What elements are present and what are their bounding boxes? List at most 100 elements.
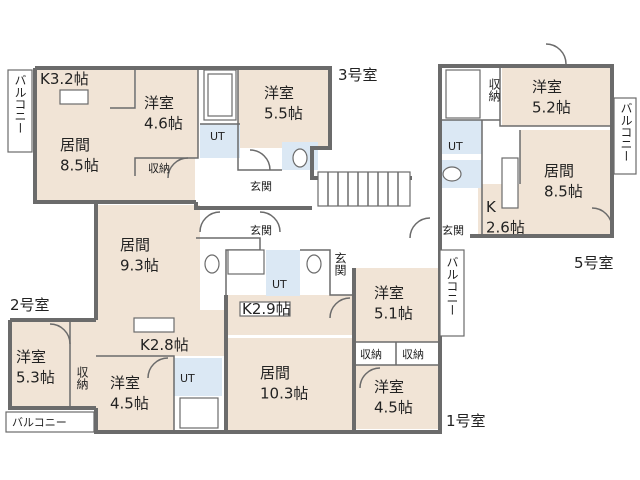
balcony-left-top-label: バルコニー (13, 74, 27, 134)
room-storage-b-label-line: 収納 (75, 366, 89, 390)
room-western-52-label: 洋室 5.2帖 (532, 78, 571, 116)
room-living-85-right-label-line: 8.5帖 (544, 182, 583, 200)
room-western-46-label-line: 4.6帖 (144, 114, 183, 132)
room-genkan-c-label: 玄関 (333, 251, 347, 276)
room-western-55-label: 洋室 5.5帖 (264, 84, 303, 122)
bathtub-c (179, 397, 219, 429)
room-genkan-a-label-line: 玄関 (250, 179, 272, 193)
room-storage-d-label: 収納 (402, 348, 424, 361)
room-genkan-d-label: 玄関 (442, 223, 464, 237)
room-western-52-label-line: 洋室 (532, 78, 562, 96)
toilet-b-icon (204, 254, 220, 274)
unit2-left-wall (8, 320, 96, 410)
room-genkan-a-label: 玄関 (250, 179, 272, 193)
room-storage-a-label: 収納 (148, 162, 170, 175)
door-swing-6 (409, 217, 431, 239)
room-western-55-label-line: 洋室 (264, 84, 294, 102)
corridor-top-wall (194, 202, 312, 210)
living-85-right-floor (520, 130, 610, 234)
room-ut-d-label-line: UT (448, 140, 463, 153)
room-genkan-b-label: 玄関 (250, 223, 272, 237)
room-ut-a-label-line: UT (210, 130, 225, 143)
room-storage-b-label: 収納 (75, 366, 89, 390)
balcony-middle-box (439, 249, 465, 337)
unit-2-label: 2号室 (10, 296, 50, 314)
inner-wall-2 (134, 68, 199, 176)
room-storage-c-label: 収納 (360, 348, 382, 361)
bathtub-b (227, 249, 265, 275)
door-swing-3 (199, 211, 221, 233)
room-genkan-b-label-line: 玄関 (250, 223, 272, 237)
room-western-51-label-line: 5.1帖 (374, 304, 413, 322)
door-swing-10 (147, 357, 169, 379)
room-ut-a-label: UT (210, 130, 225, 143)
inner-wall-1 (110, 68, 136, 109)
room-western-51-label-line: 洋室 (374, 284, 404, 302)
door-swing-11 (359, 367, 381, 389)
room-k28-label-line: K2.8帖 (140, 336, 189, 354)
living-103-floor (226, 338, 354, 432)
balcony-middle-label: バルコニー (445, 256, 459, 316)
sink-a (59, 89, 89, 105)
room-k26-label: K 2.6帖 (486, 198, 525, 236)
room-living-85-left-label-line: 8.5帖 (60, 156, 99, 174)
room-living-85-right-label: 居間 8.5帖 (544, 162, 583, 200)
western-room-45-right-floor (354, 365, 438, 429)
left-outer-wall (33, 68, 98, 320)
room-living-103-label-line: 居間 (260, 364, 290, 382)
room-ut-b-label: UT (272, 278, 287, 291)
stairs (317, 171, 411, 207)
unit-3-label: 3号室 (338, 66, 378, 84)
door-swing-1 (167, 157, 189, 179)
ut-d-floor (440, 120, 482, 154)
balcony-right-top-box (613, 97, 637, 175)
room-western-55-label-line: 5.5帖 (264, 104, 303, 122)
room-living-85-left-label-line: 居間 (60, 136, 90, 154)
kitchen-counter-b (133, 317, 175, 333)
room-western-45-left-label-line: 洋室 (110, 374, 140, 392)
toilet-c-icon (306, 254, 322, 274)
room-living-103-label: 居間 10.3帖 (260, 364, 308, 402)
bottom-outer-wall (94, 248, 442, 434)
room-k28-label: K2.8帖 (140, 336, 189, 354)
kitchen-counter-c (239, 301, 291, 317)
door-swing-4 (259, 211, 281, 233)
room-storage-c-label-line: 収納 (360, 348, 382, 361)
balcony-bottom-left-box (5, 411, 95, 433)
room-storage-d-label-line: 収納 (402, 348, 424, 361)
room-living-85-right-label-line: 居間 (544, 162, 574, 180)
ut-a-floor (200, 124, 240, 158)
room-k32-label-line: K3.2帖 (40, 70, 89, 88)
unit-5-label: 5号室 (574, 254, 614, 272)
unit-1-label: 1号室 (446, 412, 486, 430)
room-western-53-label-line: 洋室 (16, 348, 46, 366)
room-k26-label-line: 2.6帖 (486, 218, 525, 236)
toilet-d-icon (442, 166, 462, 182)
door-swing-2 (249, 149, 271, 171)
western-room-52-floor (502, 68, 610, 126)
room-k32-label: K3.2帖 (40, 70, 89, 88)
door-swing-5 (329, 297, 351, 319)
inner-wall-7 (96, 355, 175, 432)
ut-b-floor (266, 250, 300, 296)
room-living-85-left-label: 居間 8.5帖 (60, 136, 99, 174)
door-swing-7 (545, 43, 567, 65)
room-genkan-d-label-line: 玄関 (442, 223, 464, 237)
room-k26-label-line: K (486, 198, 497, 216)
inner-wall-11 (499, 66, 612, 127)
room-ut-d-label: UT (448, 140, 463, 153)
bathtub-d (445, 69, 481, 119)
room-western-45-right-label-line: 洋室 (374, 378, 404, 396)
inner-wall-3 (237, 68, 282, 171)
room-living-93-label-line: 居間 (120, 236, 150, 254)
room-living-103-label-line: 10.3帖 (260, 384, 308, 402)
western-room-53-floor (10, 320, 96, 406)
unit5-outer-wall (438, 64, 614, 248)
ut-c-floor (174, 358, 222, 396)
room-western-45-left-label-line: 4.5帖 (110, 394, 149, 412)
room-western-52-label-line: 5.2帖 (532, 98, 571, 116)
